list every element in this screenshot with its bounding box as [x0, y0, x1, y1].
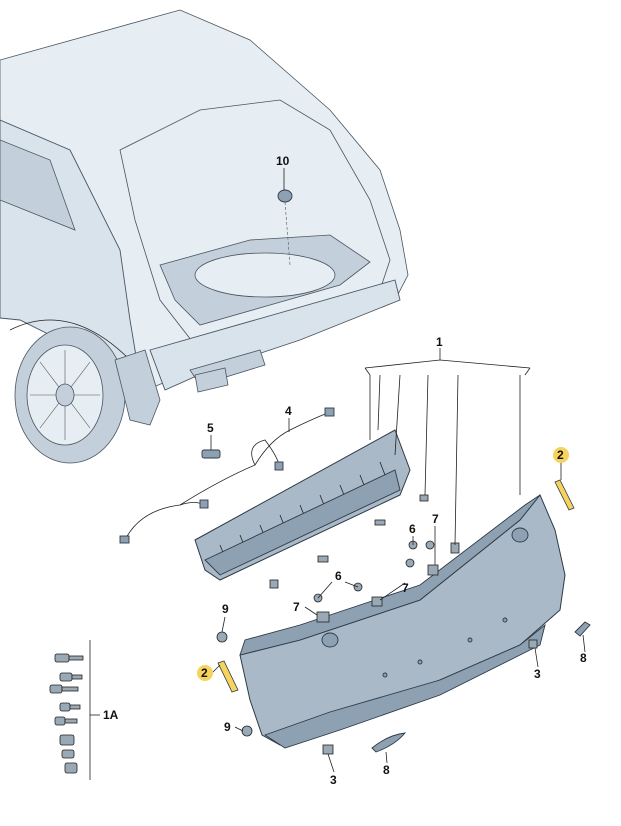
callout-10: 10 — [276, 154, 290, 168]
callout-9-upper: 9 — [222, 602, 229, 616]
callout-2-left: 2 — [201, 666, 208, 680]
wiring-harness — [119, 407, 335, 544]
part-5-clip — [201, 449, 221, 459]
callout-6-lower: 6 — [335, 569, 342, 583]
callout-7-upper: 7 — [432, 512, 439, 526]
fastener-parts — [216, 494, 538, 755]
callout-2-right-highlight — [553, 447, 569, 463]
callout-6-upper: 6 — [409, 522, 416, 536]
callout-1: 1 — [436, 335, 443, 349]
callout-8-lower: 8 — [383, 763, 390, 777]
part-2-spacer-right — [554, 479, 575, 511]
impact-absorber — [194, 429, 411, 581]
callout-7-left: 7 — [293, 600, 300, 614]
bumper-cover — [239, 494, 566, 749]
callout-4: 4 — [285, 404, 292, 418]
callout-5: 5 — [207, 421, 214, 435]
callout-3-right: 3 — [534, 667, 541, 681]
callout-labels: 10 1 4 5 2 6 7 6 7 7 9 2 3 8 1A 9 3 8 — [103, 154, 587, 787]
part-8-clip-right — [574, 621, 591, 637]
callout-7-right: 7 — [402, 581, 409, 595]
part-2-spacer-left — [217, 660, 239, 693]
callout-8-right: 8 — [580, 651, 587, 665]
callout-9-lower: 9 — [224, 720, 231, 734]
part-8-reflector-lower — [371, 732, 407, 753]
vehicle-rear-illustration — [0, 9, 409, 464]
callout-3-lower: 3 — [330, 773, 337, 787]
callout-2-left-highlight — [197, 665, 213, 681]
part-1a-fastener-assortment — [49, 640, 100, 780]
callout-2-right: 2 — [557, 448, 564, 462]
callout-1a: 1A — [103, 708, 119, 722]
part-10-nut — [277, 189, 293, 266]
leader-lines — [210, 168, 586, 773]
